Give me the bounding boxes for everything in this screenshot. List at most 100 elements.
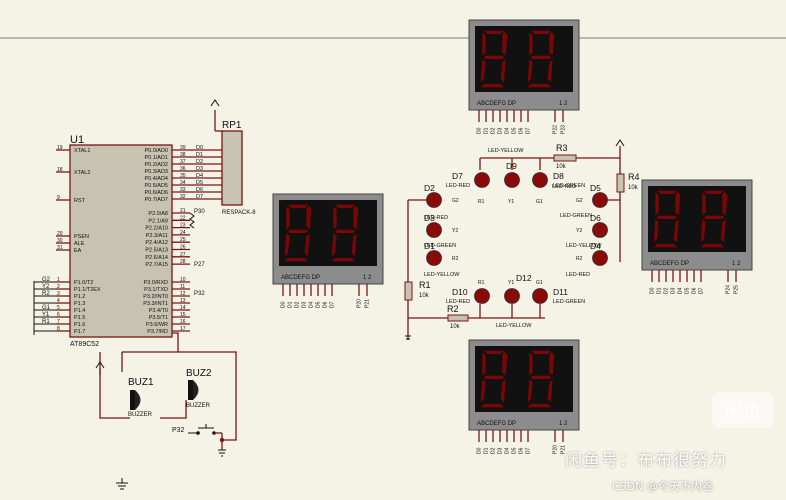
svg-text:P32: P32 bbox=[172, 427, 185, 434]
mcu-pin-name: P0.7/AD7 bbox=[144, 197, 168, 203]
vcc-arrow-icon bbox=[210, 99, 220, 107]
mcu-pin-num: 15 bbox=[180, 312, 186, 318]
mcu-pin-num: 28 bbox=[180, 259, 186, 265]
mcu-pin-num: 32 bbox=[180, 194, 186, 200]
mcu-pin-name: P3.0/RXD bbox=[144, 280, 168, 286]
resistor-r2[interactable]: R2 10k bbox=[447, 304, 469, 330]
buzzer-buz2[interactable]: BUZ2 BUZZER bbox=[186, 368, 212, 409]
p1-net-label: G1 bbox=[42, 305, 51, 311]
led-icon bbox=[426, 192, 442, 208]
p1-net-label: Y1 bbox=[42, 312, 50, 318]
display-pin-label: D0 bbox=[477, 447, 483, 454]
display-pin-label: D1 bbox=[484, 127, 490, 134]
seven-seg-digit bbox=[284, 204, 312, 262]
mcu-pin-name: P3.1/TXD bbox=[144, 287, 168, 293]
mcu-pin-name: P3.4/T0 bbox=[149, 308, 168, 314]
mcu-pin-name: P1.2 bbox=[74, 294, 85, 300]
mcu-pin-name: P2.3/A11 bbox=[146, 233, 168, 239]
mcu-pin-name: PSEN bbox=[74, 234, 89, 240]
mcu-model: AT89C52 bbox=[70, 341, 99, 348]
resistor-r3[interactable]: R3 10k bbox=[553, 143, 577, 170]
display-seg-label: ABCDEFG DP bbox=[477, 421, 516, 427]
mcu-pin-num: 22 bbox=[180, 215, 186, 221]
net-p30-label: P30 bbox=[194, 209, 205, 215]
p0-net-label: D6 bbox=[196, 187, 203, 193]
respack-ref: RP1 bbox=[222, 120, 242, 131]
p0-net-label: D3 bbox=[196, 166, 203, 172]
buzzer-circuit bbox=[95, 332, 237, 441]
resistor-r4[interactable]: R4 10k bbox=[616, 172, 640, 193]
respack-rp1[interactable]: RP1 RESPACK-8 bbox=[210, 99, 256, 216]
seven-seg-digit bbox=[480, 30, 508, 88]
buzzer1-icon bbox=[135, 390, 141, 410]
led-ref: D7 bbox=[452, 171, 463, 181]
display-pin-label: D7 bbox=[526, 127, 532, 134]
led-ref: D11 bbox=[553, 287, 568, 297]
svg-text:R1: R1 bbox=[419, 280, 431, 290]
seven-seg-digit bbox=[527, 350, 555, 408]
led-bottom-label: LED-YELLOW bbox=[496, 323, 532, 329]
mcu-pin-num: 37 bbox=[180, 159, 186, 165]
display-pin-label: D3 bbox=[498, 447, 504, 454]
led-type: LED-GREEN bbox=[560, 213, 592, 219]
svg-text:R2: R2 bbox=[447, 304, 459, 314]
led-type: LED-GREEN bbox=[553, 183, 585, 189]
mcu-pin-num: 9 bbox=[57, 195, 60, 201]
mcu-pin-num: 1 bbox=[57, 277, 60, 283]
display-pin-label: D1 bbox=[288, 301, 294, 308]
led-type: LED-YELLOW bbox=[424, 272, 460, 278]
buzzer2-body bbox=[188, 380, 193, 400]
ground-icon-btn bbox=[218, 449, 226, 457]
svg-text:10k: 10k bbox=[450, 324, 461, 330]
display-pin-label: D7 bbox=[526, 447, 532, 454]
vcc-arrow-icon-leds bbox=[615, 139, 625, 147]
led-net: Y1 bbox=[508, 280, 514, 286]
resistor-r1[interactable]: R1 10k bbox=[404, 280, 431, 301]
led-type: LED-RED bbox=[552, 184, 576, 190]
push-button[interactable]: P32 bbox=[172, 424, 226, 457]
buzzer-buz1[interactable]: BUZ1 BUZZER bbox=[128, 377, 154, 418]
display-seg-label: ABCDEFG DP bbox=[477, 101, 516, 107]
p0-net-label: D7 bbox=[196, 194, 203, 200]
display-pin-label: D0 bbox=[477, 127, 483, 134]
led-icon bbox=[532, 172, 548, 188]
display-digit-pin-label: P20 bbox=[553, 445, 559, 454]
mcu-pin-name: P0.1/AD1 bbox=[144, 155, 168, 161]
mcu-pin-name: P0.5/AD5 bbox=[144, 183, 168, 189]
display-pin-label: D4 bbox=[678, 287, 684, 294]
ground-icon-leds bbox=[405, 335, 411, 340]
led-wiring bbox=[405, 139, 625, 340]
p2-resistor-marks bbox=[189, 212, 195, 229]
mcu-pin-name: P3.7/RD bbox=[147, 329, 168, 335]
mcu-pin-num: 33 bbox=[180, 187, 186, 193]
display-digit-pin-label: P25 bbox=[734, 285, 740, 294]
mcu-pin-name: P3.3/INT1 bbox=[143, 301, 168, 307]
mcu-pin-num: 7 bbox=[57, 319, 60, 325]
mcu-pin-name: P2.4/A12 bbox=[145, 240, 168, 246]
mcu-right-pins: 39P0.0/AD038P0.1/AD137P0.2/AD236P0.3/AD3… bbox=[143, 145, 190, 335]
buzzer2-icon bbox=[193, 380, 199, 400]
mcu-pin-name: P1.5 bbox=[74, 315, 85, 321]
mcu-pin-num: 26 bbox=[180, 245, 186, 251]
display-digit-pin-label: P22 bbox=[553, 125, 559, 134]
mcu-pin-name: P2.5/A13 bbox=[145, 248, 168, 254]
mcu-pin-num: 3 bbox=[57, 291, 60, 297]
mcu-pin-name: P2.1/A9 bbox=[148, 218, 168, 224]
